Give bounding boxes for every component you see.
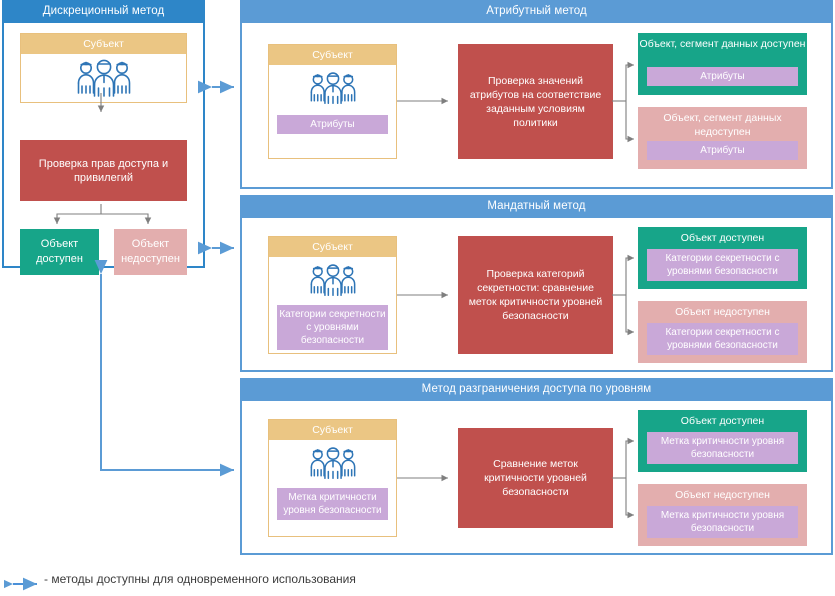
result-box-available-discretionary: Объект доступен [20, 229, 99, 275]
subject-card-levels: Субъект [268, 419, 397, 537]
panel-body-attribute: Субъект [240, 23, 833, 189]
people-icon [310, 264, 355, 297]
subject-card-mandatory: Субъект [268, 236, 397, 354]
result-chip-available-levels: Метка критичности уровня безопасности [647, 432, 798, 464]
process-box-discretionary: Проверка прав доступа и привилегий [20, 140, 187, 201]
panel-attribute-method: Атрибутный метод Субъект [240, 0, 833, 189]
panel-title-attribute: Атрибутный метод [240, 0, 833, 23]
process-box-attribute: Проверка значений атрибутов на соответст… [458, 44, 613, 159]
panel-discretionary-method: Дискреционный метод Субъект [2, 0, 205, 275]
result-chip-available-attribute: Атрибуты [647, 67, 798, 86]
result-label-available-mandatory: Объект доступен [680, 232, 765, 244]
subject-chip-attribute: Атрибуты [277, 115, 388, 134]
result-box-unavailable-attribute: Объект, сегмент данных недоступен Атрибу… [638, 107, 807, 169]
result-box-unavailable-discretionary: Объект недоступен [114, 229, 187, 275]
result-label-unavailable-levels: Объект недоступен [675, 489, 770, 501]
result-box-unavailable-levels: Объект недоступен Метка критичности уров… [638, 484, 807, 546]
panel-body-mandatory: Субъект [240, 218, 833, 372]
panel-title-levels: Метод разграничения доступа по уровням [240, 378, 833, 401]
result-box-unavailable-mandatory: Объект недоступен Категории секретности … [638, 301, 807, 363]
subject-label-mandatory: Субъект [269, 237, 396, 257]
panel-title-discretionary: Дискреционный метод [2, 0, 205, 23]
subject-body-levels: Метка критичности уровня безопасности [269, 446, 396, 542]
subject-chip-mandatory: Категории секретности с уровнями безопас… [277, 305, 388, 350]
subject-label-attribute: Субъект [269, 45, 396, 65]
panel-title-mandatory: Мандатный метод [240, 195, 833, 218]
result-label-unavailable-mandatory: Объект недоступен [675, 306, 770, 318]
people-icon [310, 72, 355, 105]
subject-body-attribute: Атрибуты [269, 71, 396, 164]
legend-text: - методы доступны для одновременного исп… [44, 572, 356, 586]
subject-label-levels: Субъект [269, 420, 396, 440]
result-label-unavailable-attribute: Объект, сегмент данных недоступен [663, 112, 782, 138]
legend-arrow-overlay [4, 577, 37, 591]
process-box-levels: Сравнение меток критичности уровней безо… [458, 428, 613, 528]
panel-mandatory-method: Мандатный метод Субъект [240, 195, 833, 372]
result-box-available-levels: Объект доступен Метка критичности уровня… [638, 410, 807, 472]
subject-card-attribute: Субъект [268, 44, 397, 159]
people-icon [77, 59, 130, 97]
result-chip-unavailable-attribute: Атрибуты [647, 141, 798, 160]
subject-body-mandatory: Категории секретности с уровнями безопас… [269, 263, 396, 359]
panel-levels-method: Метод разграничения доступа по уровням С… [240, 378, 833, 555]
result-label-available-levels: Объект доступен [680, 415, 765, 427]
result-box-available-attribute: Объект, сегмент данных доступен Атрибуты [638, 33, 807, 95]
result-chip-available-mandatory: Категории секретности с уровнями безопас… [647, 249, 798, 281]
link-disc-to-levels [94, 260, 234, 477]
subject-chip-levels: Метка критичности уровня безопасности [277, 488, 388, 520]
result-label-available-attribute: Объект, сегмент данных доступен [639, 38, 806, 50]
people-icon [310, 447, 355, 480]
panel-body-levels: Субъект [240, 401, 833, 555]
process-box-mandatory: Проверка категорий секретности: сравнени… [458, 236, 613, 354]
result-chip-unavailable-mandatory: Категории секретности с уровнями безопас… [647, 323, 798, 355]
panel-body-discretionary: Субъект [2, 23, 205, 275]
result-box-available-mandatory: Объект доступен Категории секретности с … [638, 227, 807, 289]
subject-card-discretionary: Субъект [20, 33, 187, 103]
result-chip-unavailable-levels: Метка критичности уровня безопасности [647, 506, 798, 538]
subject-label-discretionary: Субъект [21, 34, 186, 54]
subject-body-discretionary [21, 59, 186, 107]
